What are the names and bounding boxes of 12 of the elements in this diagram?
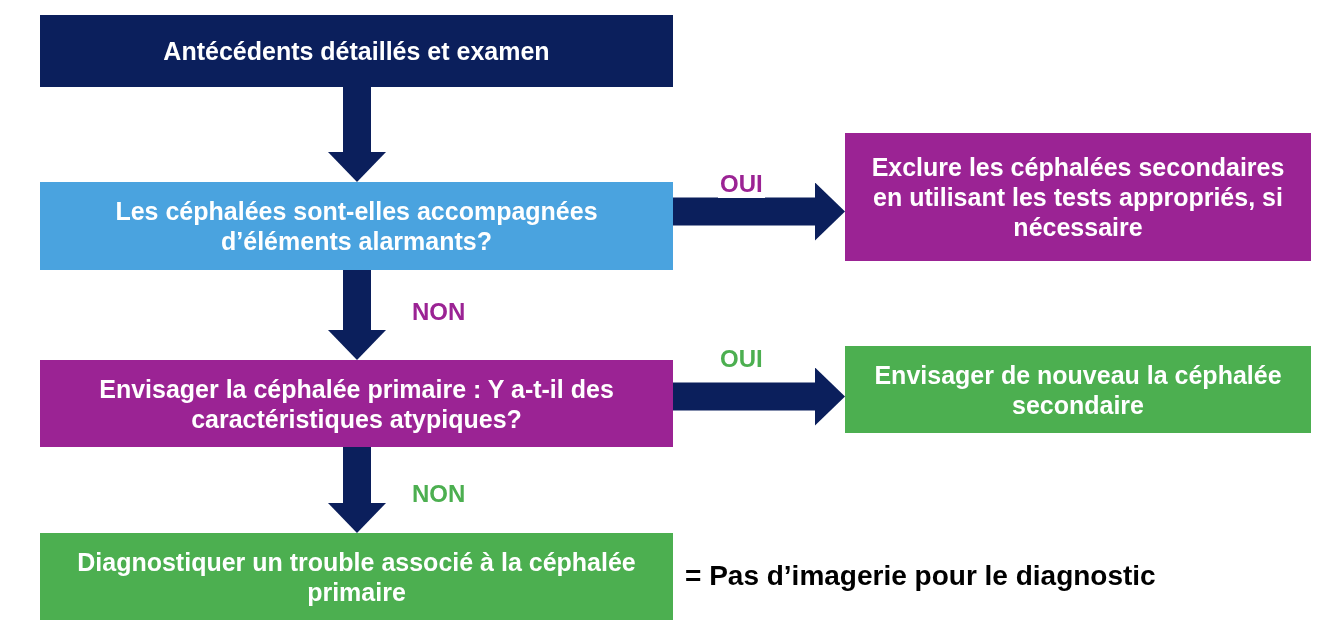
block-arrow xyxy=(328,447,386,533)
process-box: Exclure les céphalées secondaires en utilisant les tests appropriés, si nécessaire xyxy=(845,133,1311,261)
process-box: Diagnostiquer un trouble associé à la céphalée primaire xyxy=(40,533,673,620)
process-box: Envisager la céphalée primaire : Y a-t-il des caractéristiques atypiques? xyxy=(40,360,673,447)
process-box: Envisager de nouveau la céphalée secondaire xyxy=(845,346,1311,433)
process-box: Antécédents détaillés et examen xyxy=(40,15,673,87)
block-arrow xyxy=(328,270,386,360)
process-box: Les céphalées sont-elles accompagnées d’éléments alarmants? xyxy=(40,182,673,270)
block-arrow xyxy=(673,367,845,426)
note-text: = Pas d’imagerie pour le diagnostic xyxy=(685,559,1156,592)
block-arrow xyxy=(673,182,845,241)
block-arrow xyxy=(328,87,386,182)
